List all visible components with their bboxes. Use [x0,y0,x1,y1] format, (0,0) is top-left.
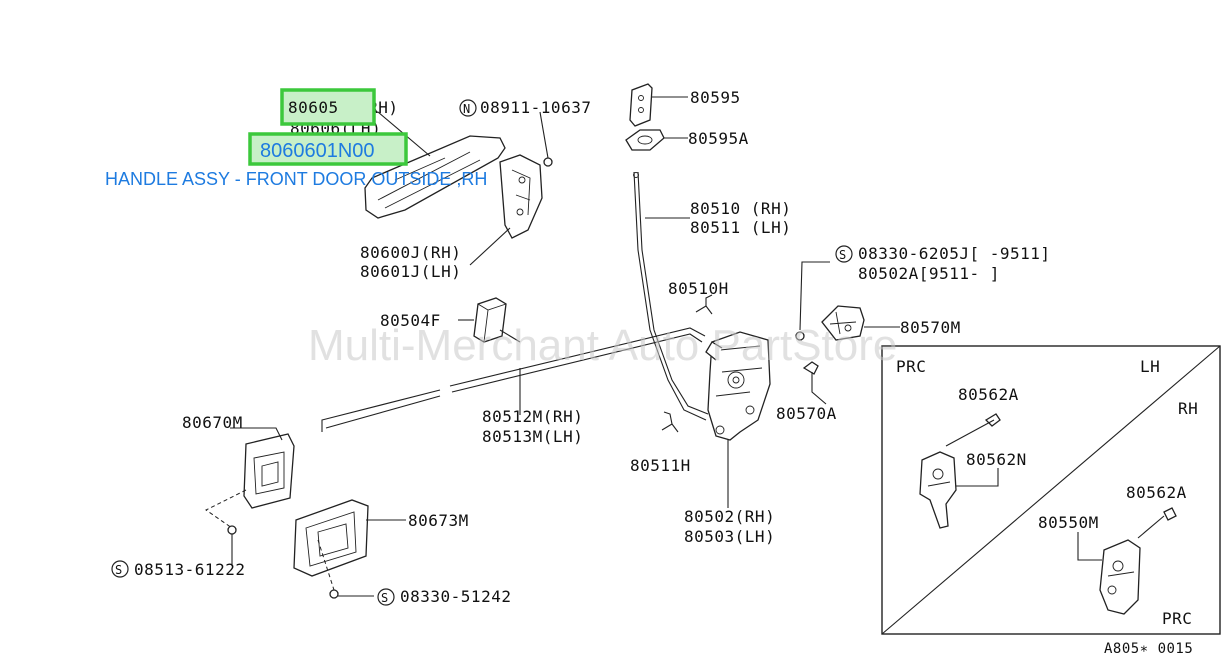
label-80510h: 80510H [668,279,729,298]
label-08330-51242: 08330-51242 [400,587,511,606]
n-symbol: N [463,102,471,116]
label-80595a: 80595A [688,129,749,148]
label-80504f: 80504F [380,311,441,330]
inside-handle-base-drawing [205,427,295,566]
escutcheon-drawing [293,499,406,599]
part-labels: (RH) 80606(LH) 08911-10637 80595 80595A … [134,88,1198,657]
label-80512m: 80512M(RH) [482,407,583,426]
label-80502a: 80502A[9511- ] [858,264,1000,283]
label-inset-prc-top: PRC [896,357,926,376]
label-80511h: 80511H [630,456,691,475]
callout-symbols: N S S S [111,99,853,606]
label-08911-10637: 08911-10637 [480,98,591,117]
label-80511: 80511 (LH) [690,218,791,237]
label-80570m: 80570M [900,318,961,337]
label-08513-61222: 08513-61222 [134,560,245,579]
remote-rod-drawing [321,327,706,432]
s-symbol-2: S [115,563,123,577]
label-80562a-1: 80562A [958,385,1019,404]
label-80595: 80595 [690,88,741,107]
door-lock-drawing [705,331,771,508]
s-symbol-3: S [381,591,389,605]
label-80601j: 80601J(LH) [360,262,461,281]
label-80550m: 80550M [1038,513,1099,532]
label-80605: 80605 [288,98,339,117]
highlight-selected-part[interactable]: 8060601N00 [248,132,408,166]
label-80562a-2: 80562A [1126,483,1187,502]
rod-clips-drawing [661,294,713,433]
label-80513m: 80513M(LH) [482,427,583,446]
label-80600j: 80600J(RH) [360,243,461,262]
label-80562n: 80562N [966,450,1027,469]
label-80503: 80503(LH) [684,527,775,546]
lock-rod-drawing [633,171,709,421]
label-80673m: 80673M [408,511,469,530]
label-inset-lh: LH [1140,357,1160,376]
striker-drawing [795,261,900,405]
label-80670m: 80670M [182,413,243,432]
selected-part-number[interactable]: 8060601N00 [260,140,375,162]
watermark: Multi-Merchant Auto PartStore [308,321,897,370]
label-80570a: 80570A [776,404,837,423]
label-08330-6205j: 08330-6205J[ -9511] [858,244,1051,263]
label-inset-rh: RH [1178,399,1198,418]
part-description[interactable]: HANDLE ASSY - FRONT DOOR OUTSIDE ,RH [105,169,487,189]
protector-drawing [458,297,521,343]
s-symbol-1: S [839,248,847,262]
label-80502: 80502(RH) [684,507,775,526]
label-inset-prc-bottom: PRC [1162,609,1192,628]
label-80510: 80510 (RH) [690,199,791,218]
highlight-part-number[interactable]: 80605 [280,88,376,126]
inset-panel [881,345,1221,635]
diagram-code: A805∗ 0015 [1104,641,1193,657]
outside-handle-drawing [364,111,553,266]
rod-cover-drawing [625,83,688,151]
